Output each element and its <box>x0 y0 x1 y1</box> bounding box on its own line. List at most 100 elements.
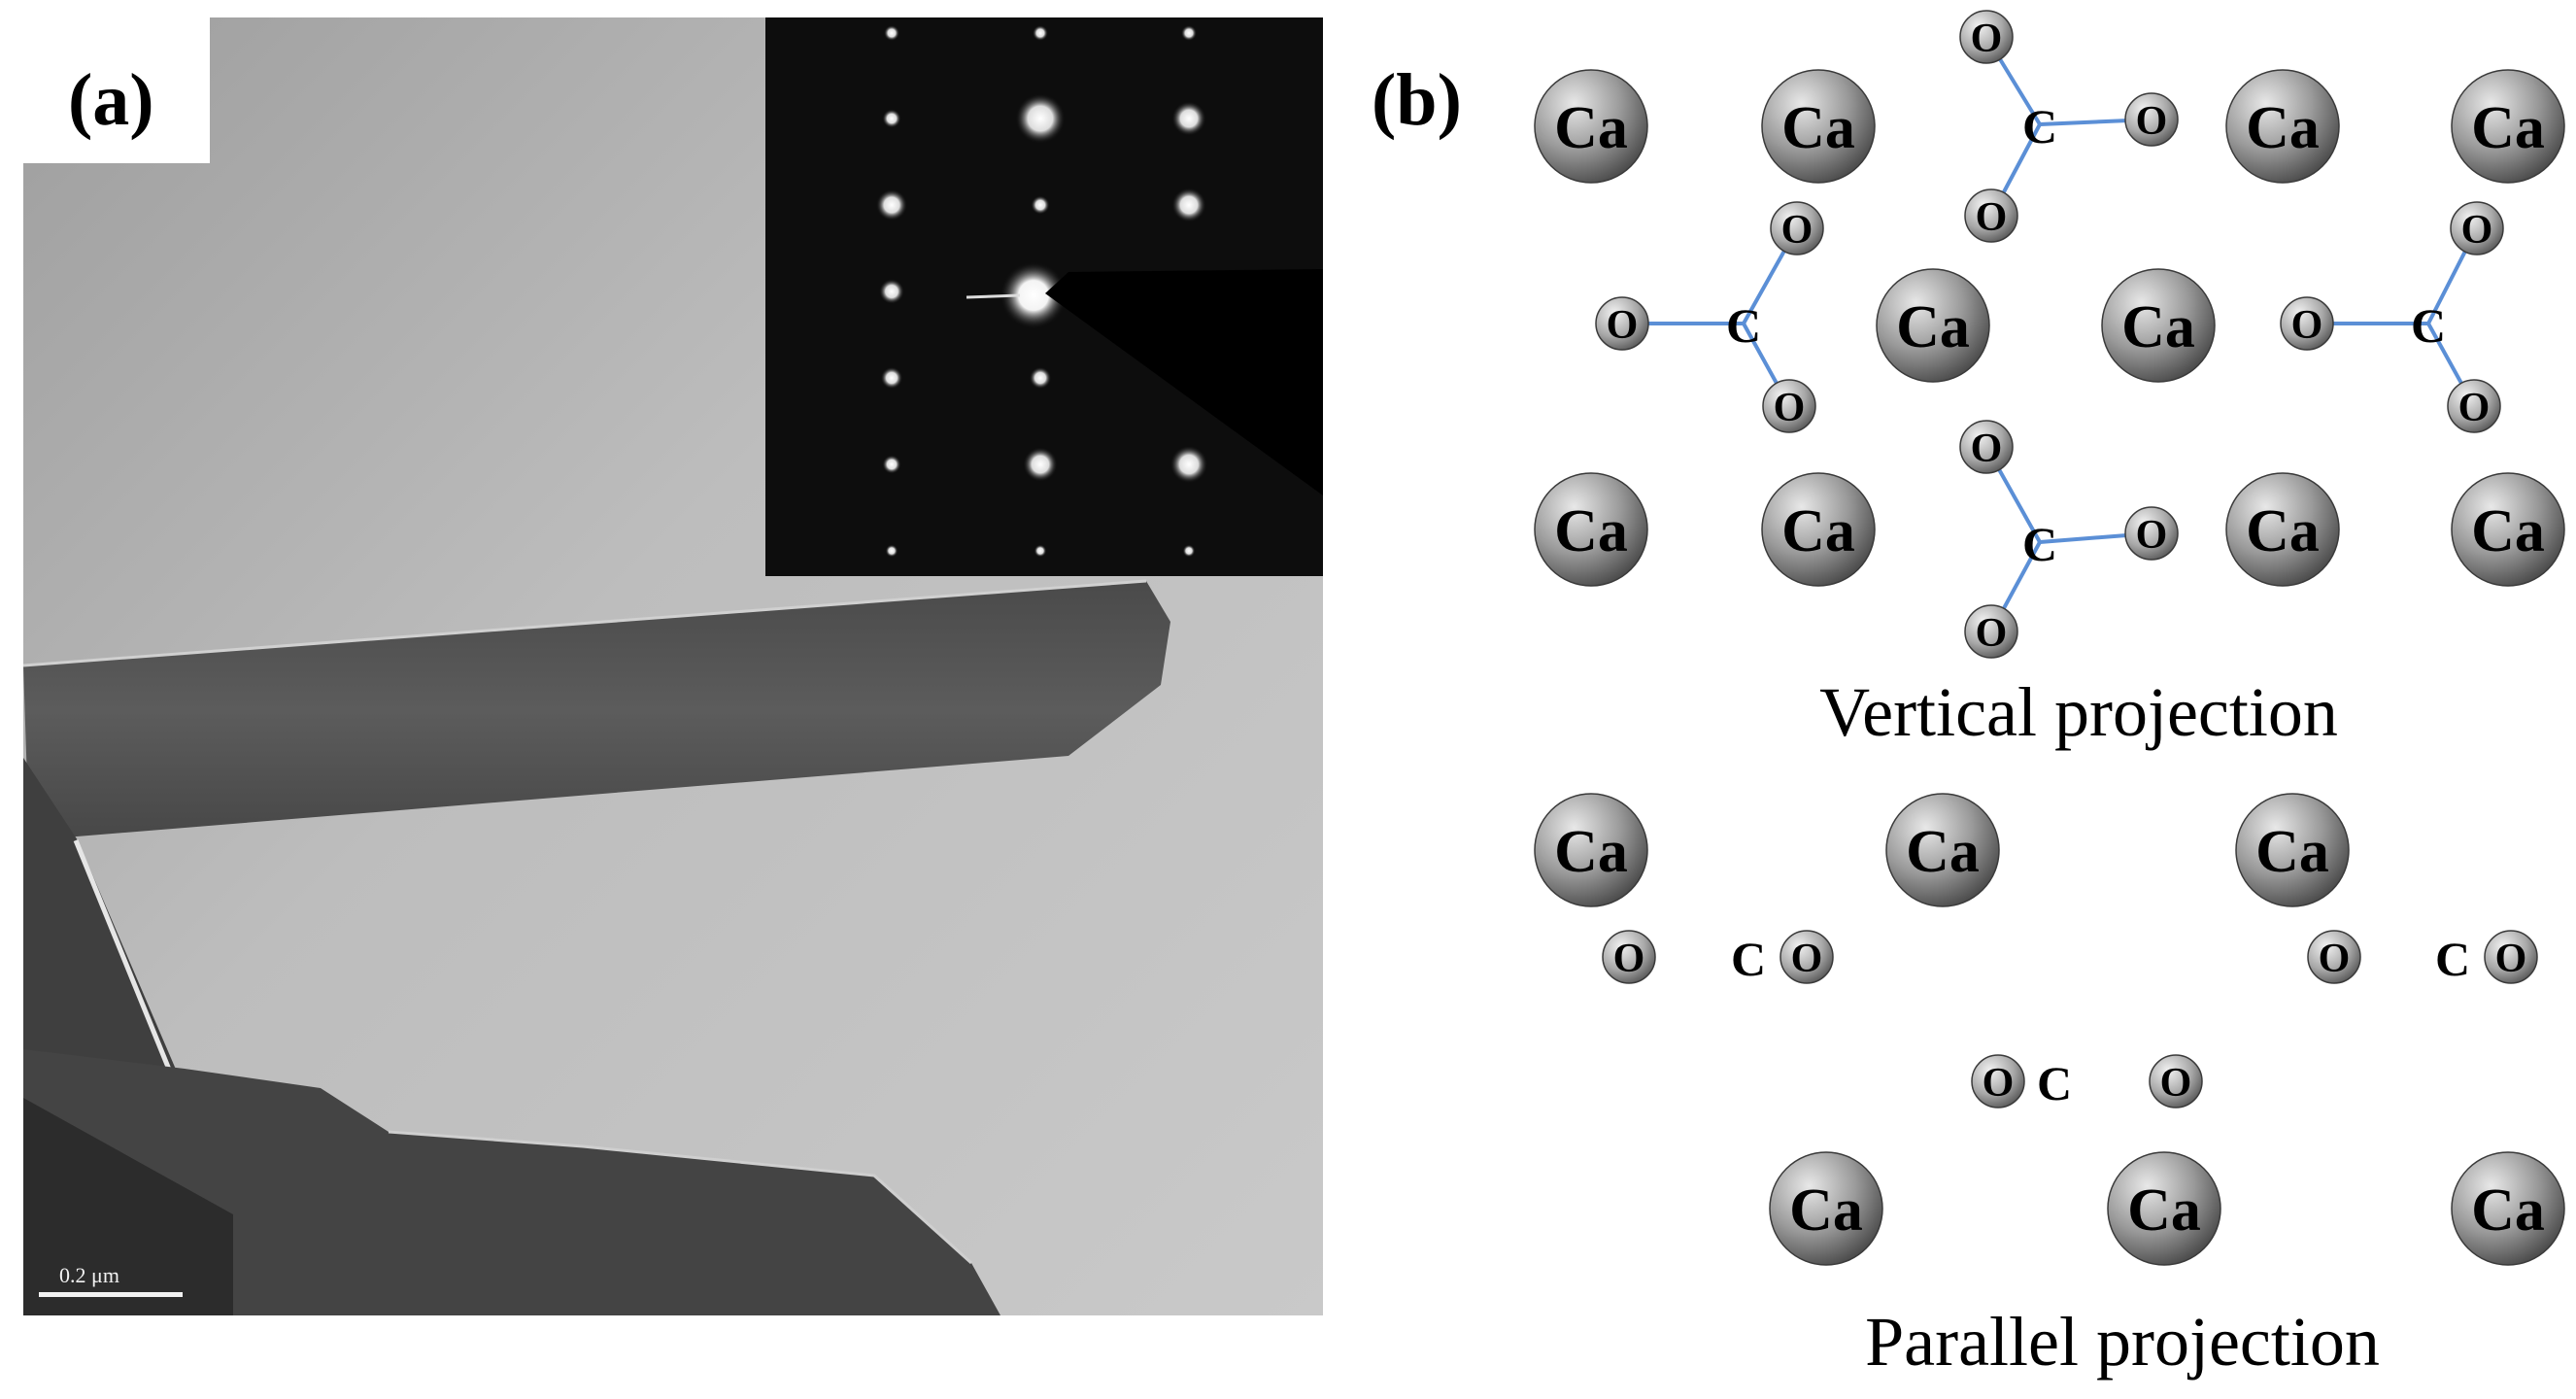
scale-bar: 0.2 μm <box>39 1263 183 1297</box>
carbon-atom: C <box>1726 298 1761 353</box>
calcium-atom-label: Ca <box>1554 498 1628 564</box>
calcium-atom: Ca <box>1534 69 1648 184</box>
diffraction-spot <box>1029 366 1052 390</box>
oxygen-atom-label: O <box>1791 937 1823 981</box>
oxygen-atom: O <box>2450 201 2504 256</box>
crystal-shadow-left <box>23 758 194 1146</box>
calcium-atom: Ca <box>1769 1151 1883 1266</box>
calcium-atom: Ca <box>1534 793 1648 907</box>
crystal-rod-lower <box>23 1049 1000 1315</box>
oxygen-atom-label: O <box>2291 303 2323 348</box>
carbon-atom: C <box>2411 298 2446 353</box>
calcium-atom: Ca <box>2451 1151 2565 1266</box>
oxygen-atom-label: O <box>2461 208 2493 253</box>
oxygen-atom: O <box>1959 10 2014 64</box>
oxygen-atom: O <box>1779 930 1834 984</box>
oxygen-atom-label: O <box>2136 99 2168 144</box>
carbon-atom: C <box>2037 1056 2072 1110</box>
diffraction-spot <box>1171 101 1206 136</box>
crystal-rod-upper <box>23 581 1170 840</box>
oxygen-atom: O <box>2149 1054 2203 1109</box>
calcium-atom: Ca <box>1761 69 1876 184</box>
carbon-atom: C <box>2022 517 2057 571</box>
calcium-atom-label: Ca <box>1781 498 1855 564</box>
oxygen-atom: O <box>1762 379 1816 433</box>
diffraction-spot <box>1169 445 1208 484</box>
carbon-atom-label: C <box>2037 1056 2072 1110</box>
panel-a-label-box <box>23 17 210 163</box>
oxygen-atom: O <box>2124 506 2179 561</box>
oxygen-atom-label: O <box>1976 611 2008 656</box>
oxygen-atom-label: O <box>1971 427 2003 471</box>
parallel-projection-caption: Parallel projection <box>1865 1303 2380 1381</box>
oxygen-atom-label: O <box>2495 937 2527 981</box>
scale-bar-label: 0.2 μm <box>59 1263 119 1287</box>
diffraction-spot <box>1181 25 1197 41</box>
oxygen-atom-label: O <box>1781 208 1813 253</box>
oxygen-atom: O <box>1770 201 1824 256</box>
carbon-atom: C <box>2022 99 2057 154</box>
carbon-atom-label: C <box>1731 932 1766 986</box>
oxygen-atom-label: O <box>1976 195 2008 240</box>
calcium-atom-label: Ca <box>2471 1177 2545 1244</box>
oxygen-atom: O <box>2280 296 2334 351</box>
oxygen-atom: O <box>2447 379 2501 433</box>
calcium-atom-label: Ca <box>2127 1177 2201 1244</box>
oxygen-atom-label: O <box>2160 1061 2192 1106</box>
diffraction-spot <box>1023 447 1058 482</box>
calcium-atom: Ca <box>2101 268 2216 383</box>
calcium-atom: Ca <box>1761 472 1876 587</box>
central-beam-spot <box>1000 262 1067 328</box>
calcium-atom: Ca <box>2107 1151 2221 1266</box>
diffraction-spot <box>876 189 907 221</box>
diffraction-pattern-inset <box>765 17 1323 576</box>
calcium-atom-label: Ca <box>2121 294 2195 360</box>
carbon-atom: C <box>2435 932 2470 986</box>
diffraction-spot <box>884 25 899 41</box>
calcium-atom: Ca <box>2225 69 2340 184</box>
calcium-atom-label: Ca <box>1554 95 1628 161</box>
oxygen-atom: O <box>2307 930 2361 984</box>
oxygen-atom: O <box>1964 188 2018 243</box>
oxygen-atom-label: O <box>1983 1061 2015 1106</box>
panel-b-label: (b) <box>1372 59 1462 141</box>
diffraction-spot <box>1033 25 1048 41</box>
calcium-atom-label: Ca <box>2471 498 2545 564</box>
scale-bar-line <box>39 1292 183 1297</box>
panel-a-label: (a) <box>68 59 154 141</box>
beam-stopper <box>1045 269 1323 495</box>
diffraction-spot <box>880 366 903 390</box>
oxygen-atom-label: O <box>1613 937 1645 981</box>
calcium-atom-label: Ca <box>2246 95 2320 161</box>
carbon-atom-label: C <box>2435 932 2470 986</box>
calcium-atom: Ca <box>1876 268 1990 383</box>
diffraction-spot <box>1015 93 1066 144</box>
oxygen-atom: O <box>2124 92 2179 147</box>
oxygen-atom-label: O <box>1774 386 1806 430</box>
diffraction-spot <box>1182 544 1196 558</box>
calcium-atom-label: Ca <box>2246 498 2320 564</box>
calcium-atom: Ca <box>2225 472 2340 587</box>
calcium-atom: Ca <box>2451 472 2565 587</box>
oxygen-atom: O <box>1602 930 1656 984</box>
oxygen-atom-label: O <box>2319 937 2351 981</box>
oxygen-atom-label: O <box>2136 513 2168 558</box>
carbon-atom-label: C <box>2022 517 2057 571</box>
diffraction-spot <box>885 544 898 558</box>
diffraction-spot <box>1171 188 1206 222</box>
diffraction-spot <box>879 279 904 304</box>
calcium-atom-label: Ca <box>1906 819 1980 885</box>
oxygen-atom: O <box>1595 296 1649 351</box>
oxygen-atom: O <box>1964 604 2018 659</box>
diffraction-spot <box>1031 195 1050 215</box>
oxygen-atom-label: O <box>2458 386 2491 430</box>
oxygen-atom: O <box>1971 1054 2025 1109</box>
calcium-atom-label: Ca <box>1789 1177 1863 1244</box>
oxygen-atom: O <box>2484 930 2538 984</box>
vertical-projection-caption: Vertical projection <box>1819 673 2338 751</box>
carbon-atom-label: C <box>2411 298 2446 353</box>
calcium-atom-label: Ca <box>2471 95 2545 161</box>
